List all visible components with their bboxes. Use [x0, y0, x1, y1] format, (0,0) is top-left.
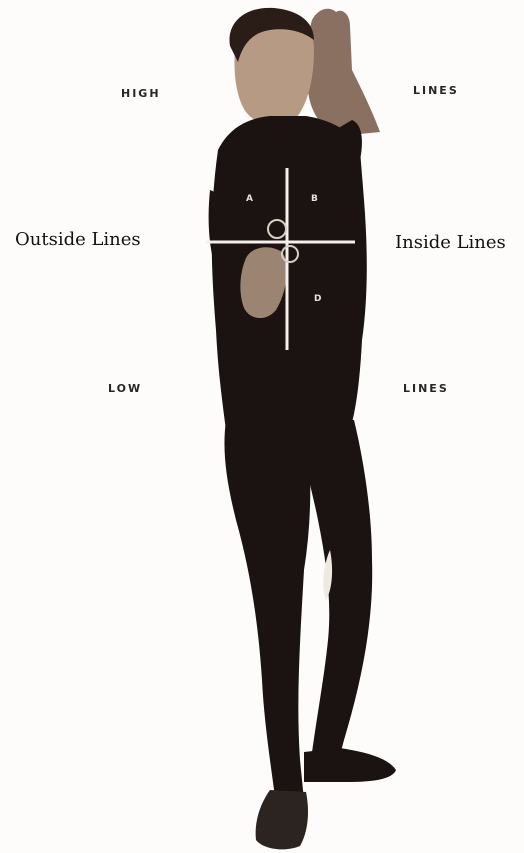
front-shoe: [256, 790, 308, 849]
inside-lines-label: Inside Lines: [395, 232, 506, 253]
front-leg: [224, 420, 310, 804]
lines-high-label: LINES: [413, 84, 459, 97]
low-label: LOW: [108, 382, 142, 395]
rear-shoe: [304, 748, 396, 782]
outside-lines-label: Outside Lines: [15, 229, 141, 250]
lines-low-label: LINES: [403, 382, 449, 395]
quadrant-b-label: B: [311, 194, 318, 204]
high-label: HIGH: [121, 87, 161, 100]
quadrant-d-label: D: [314, 294, 321, 304]
raised-glove: [306, 9, 380, 136]
quadrant-a-label: A: [246, 194, 253, 204]
rear-leg: [296, 420, 372, 770]
